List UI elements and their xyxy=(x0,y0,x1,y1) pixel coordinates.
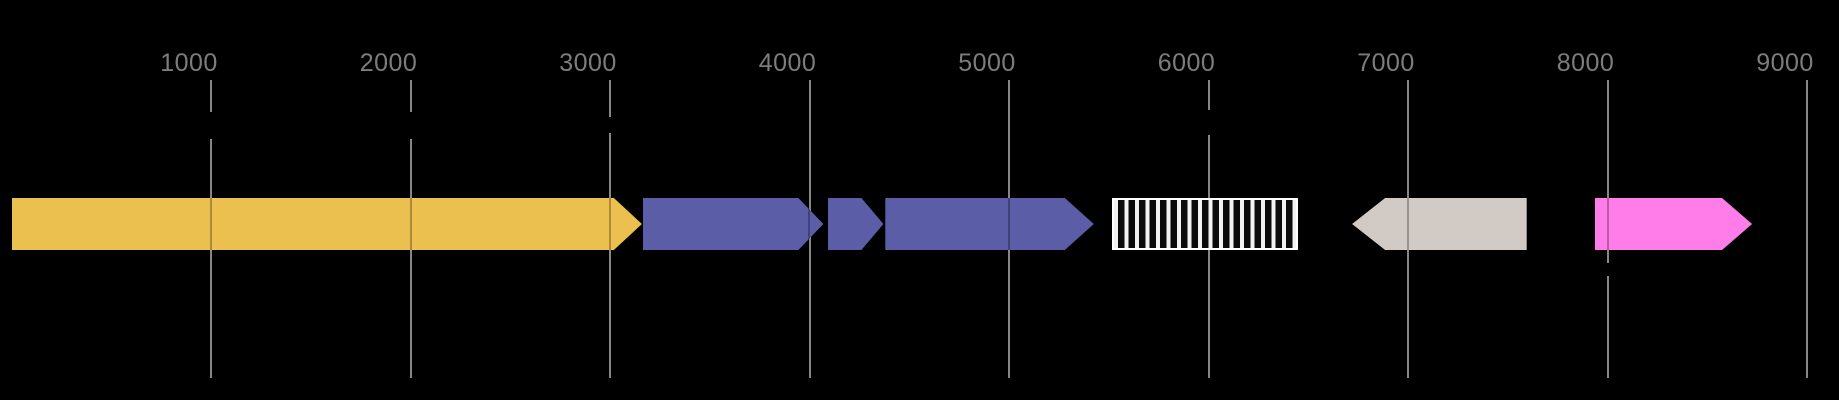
gridline-break-2000 xyxy=(406,112,415,139)
tick-label-3000: 3000 xyxy=(559,49,617,77)
gridline-through-feature-1 xyxy=(410,198,412,250)
feature-6-arrow xyxy=(1352,198,1527,250)
gridline-through-feature-4 xyxy=(1008,198,1010,250)
gridline-through-feature-1 xyxy=(210,198,212,250)
gridline-through-feature-2 xyxy=(808,198,810,250)
feature-4-arrow xyxy=(885,198,1094,250)
gridline-break-3000 xyxy=(606,117,614,133)
gridline-9000 xyxy=(1806,80,1808,378)
gridline-through-feature-6 xyxy=(1406,198,1409,250)
gridline-break-1000 xyxy=(207,112,215,139)
tick-label-9000: 9000 xyxy=(1756,49,1814,77)
gridline-through-feature-7 xyxy=(1607,198,1609,250)
gridline-break-6000 xyxy=(1204,110,1213,135)
feature-7-arrow xyxy=(1595,198,1753,250)
tick-label-7000: 7000 xyxy=(1357,49,1415,77)
tick-label-2000: 2000 xyxy=(359,49,418,77)
tick-label-8000: 8000 xyxy=(1556,49,1615,77)
tick-label-5000: 5000 xyxy=(958,49,1016,77)
feature-2-arrow xyxy=(643,198,824,250)
tick-label-6000: 6000 xyxy=(1157,49,1216,77)
feature-3-arrow xyxy=(828,198,884,250)
gridline-through-feature-1 xyxy=(609,198,611,250)
tick-label-4000: 4000 xyxy=(758,49,817,77)
tick-label-1000: 1000 xyxy=(160,49,218,77)
feature-5-hatched-box xyxy=(1111,198,1299,250)
feature-1-arrow xyxy=(12,198,642,250)
gridline-break-8000 xyxy=(1603,263,1612,276)
